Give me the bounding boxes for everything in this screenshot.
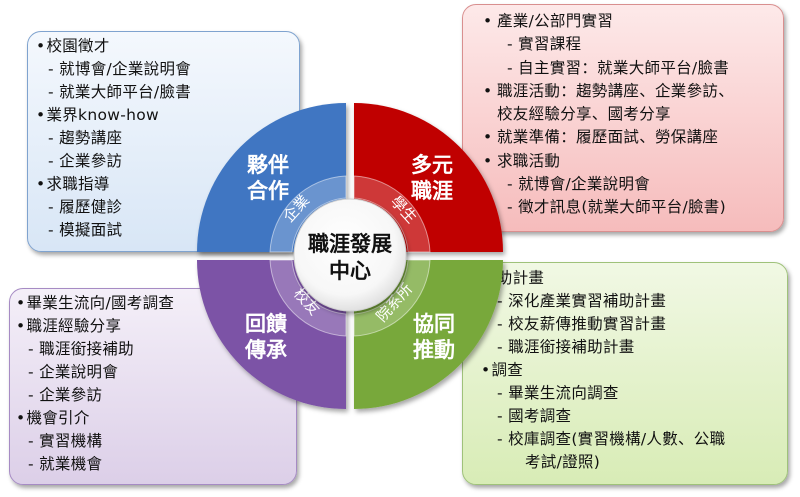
list-item: 求職活動 xyxy=(483,150,775,173)
quadrant-bottom-left-label-line1: 回饋 xyxy=(245,312,287,336)
list-item: 校庫調查(實習機構/人數、公職 xyxy=(481,428,779,451)
list-item: 校友薪傳推動實習計畫 xyxy=(481,313,779,336)
diverse-career-box: 產業/公部門實習 實習課程 自主實習：就業大師平台/臉書 職涯活動：趨勢講座、企… xyxy=(462,4,784,232)
list-item: 畢業生流向/國考調查 xyxy=(16,292,290,315)
list-item: 業界know-how xyxy=(36,104,291,127)
list-item: 職涯經驗分享 xyxy=(16,315,290,338)
list-item: 國考調查 xyxy=(481,405,779,428)
center-title-line1: 職涯發展 xyxy=(308,232,392,256)
list-item: 徵才訊息(就業大師平台/臉書) xyxy=(483,196,775,219)
quadrant-top-left-label-line1: 夥伴 xyxy=(247,153,289,177)
list-item: 深化產業實習補助計畫 xyxy=(481,290,779,313)
list-item: 就業大師平台/臉書 xyxy=(36,81,291,104)
list-item: 企業參訪 xyxy=(16,384,290,407)
list-item: 畢業生流向調查 xyxy=(481,382,779,405)
list-item: 實習機構 xyxy=(16,430,290,453)
center-title-line2: 中心 xyxy=(329,259,371,283)
list-item: 職涯銜接補助 xyxy=(16,338,290,361)
list-item: 就博會/企業說明會 xyxy=(36,58,291,81)
list-item: 職涯活動：趨勢講座、企業參訪、 xyxy=(483,80,775,103)
center-circle xyxy=(293,198,407,312)
quadrant-top-left-label-line2: 合作 xyxy=(247,179,289,203)
list-item: 企業參訪 xyxy=(36,150,291,173)
list-item: 履歷健診 xyxy=(36,196,291,219)
quadrant-top-right-label-line2: 職涯 xyxy=(411,179,453,203)
list-item: 校友經驗分享、國考分享 xyxy=(497,105,671,124)
list-item: 求職指導 xyxy=(36,173,291,196)
list-item: 就業準備：履歷面試、勞保講座 xyxy=(483,126,775,149)
quadrant-top-right-label-line1: 多元 xyxy=(411,153,453,177)
list-item: 校園徵才 xyxy=(36,35,291,58)
list-item: 趨勢講座 xyxy=(36,127,291,150)
collaborative-promotion-box: 補助計畫 深化產業實習補助計畫 校友薪傳推動實習計畫 職涯銜接補助計畫 調查 畢… xyxy=(462,262,788,485)
list-item: 模擬面試 xyxy=(36,219,291,242)
list-item: 產業/公部門實習 xyxy=(483,10,775,33)
list-item: 就博會/企業說明會 xyxy=(483,173,775,196)
list-item: 企業說明會 xyxy=(16,361,290,384)
list-item: 職涯銜接補助計畫 xyxy=(481,336,779,359)
list-item: 機會引介 xyxy=(16,407,290,430)
list-item: 就業機會 xyxy=(16,453,290,476)
quadrant-bottom-left-label-line2: 傳承 xyxy=(244,338,287,362)
list-item: 實習課程 xyxy=(483,33,775,56)
quadrant-bottom-right-label-line2: 推動 xyxy=(413,338,455,362)
list-item: 調查 xyxy=(481,359,779,382)
quadrant-bottom-right-label-line1: 協同 xyxy=(413,312,455,336)
list-item: 考試/證照) xyxy=(525,453,601,471)
list-item: 自主實習：就業大師平台/臉書 xyxy=(483,57,775,80)
